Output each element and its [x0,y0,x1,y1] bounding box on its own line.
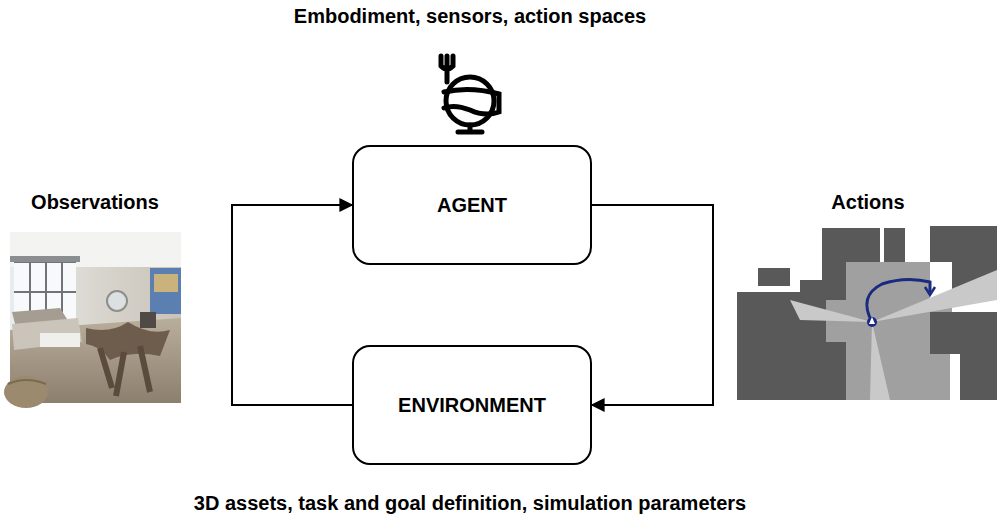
box-label: AGENT [437,194,507,217]
robot-icon [441,56,499,132]
action-map [737,226,997,400]
bottom-caption: 3D assets, task and goal definition, sim… [194,492,746,515]
environment-box: ENVIRONMENT [352,345,592,465]
box-label: ENVIRONMENT [398,394,546,417]
agent-box: AGENT [352,145,592,265]
observation-photo [4,232,181,408]
actions-label: Actions [831,191,904,214]
observations-label: Observations [31,191,159,214]
loop-arrow [592,205,713,405]
loop-arrow [232,205,352,405]
top-heading: Embodiment, sensors, action spaces [294,5,646,28]
